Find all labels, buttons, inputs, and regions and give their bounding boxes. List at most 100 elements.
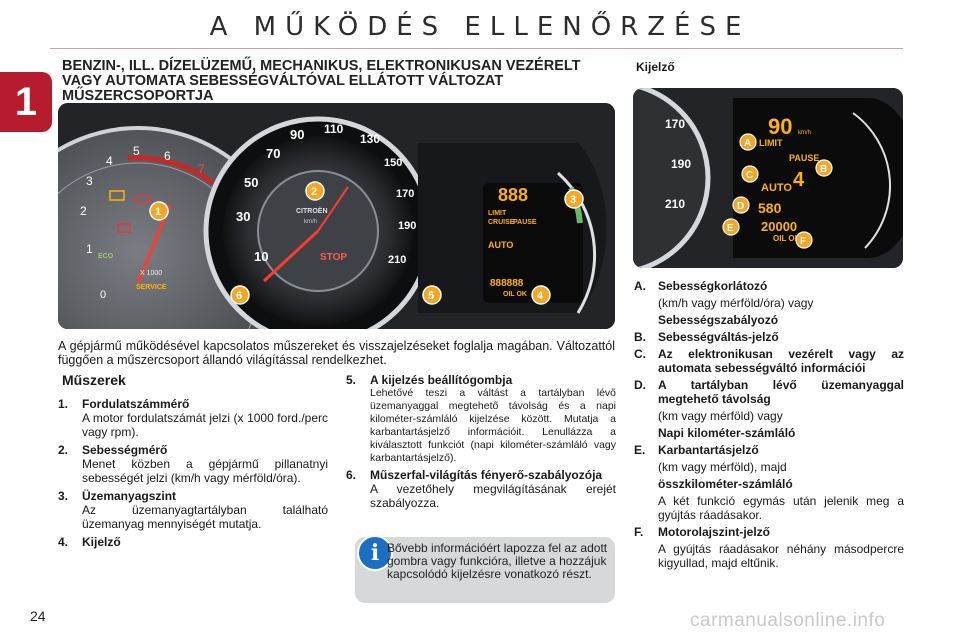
list-item: 6.Műszerfal-világítás fényerő-szabályozó… (346, 468, 616, 510)
list-item: 5.A kijelzés beállítógombja Lehetővé tes… (346, 373, 616, 464)
page-title: A MŰKÖDÉS ELLENŐRZÉSE (209, 12, 751, 42)
speed-tick: 10 (254, 249, 268, 264)
callout-e: E (722, 218, 740, 236)
detail-range: 580 (758, 200, 782, 216)
watermark: carmanualsonline.info (690, 610, 886, 631)
callout-3: 3 (564, 189, 584, 209)
callout-f: F (795, 231, 813, 249)
svg-text:2: 2 (311, 186, 317, 198)
speed-unit: km/h (304, 219, 317, 225)
speed-tick: 130 (360, 132, 380, 146)
rpm-tick: 4 (106, 154, 113, 168)
detail-tick: 210 (665, 197, 685, 211)
svg-text:A: A (744, 138, 751, 149)
speed-tick: 90 (290, 127, 304, 142)
instrument-cluster-image: 0 1 2 3 4 5 6 7 ECO X 1000 SERVICE 10 30… (58, 103, 615, 329)
rpm-tick: 0 (100, 289, 106, 301)
display-cruise: CRUISE (488, 219, 515, 226)
display-limit: LIMIT (488, 210, 507, 217)
eco-label: ECO (98, 253, 114, 260)
list-item: F.Motorolajszint-jelző A gyújtás ráadása… (634, 525, 904, 570)
detail-tick: 170 (665, 117, 685, 131)
detail-gear: 4 (793, 169, 805, 191)
callout-b: B (815, 159, 833, 177)
chapter-tab[interactable]: 1 (0, 72, 52, 132)
rpm-tick: 6 (164, 149, 171, 163)
rpm-tick: 5 (133, 144, 140, 158)
rpm-tick: 3 (86, 174, 93, 188)
title-rule (50, 48, 903, 49)
callout-1: 1 (149, 201, 169, 221)
detail-auto: AUTO (761, 182, 792, 194)
svg-text:3: 3 (570, 194, 576, 206)
callout-d: D (732, 196, 750, 214)
detail-total: 20000 (761, 219, 797, 234)
callout-2: 2 (305, 181, 325, 201)
display-auto: AUTO (488, 240, 513, 250)
engine-warning-icon (109, 190, 125, 201)
speed-tick: 30 (236, 209, 250, 224)
page-number: 24 (30, 608, 46, 624)
svg-text:E: E (727, 223, 734, 234)
detail-tick: 190 (671, 157, 691, 171)
rpm-tick: 7 (198, 162, 205, 176)
speed-tick: 170 (396, 188, 414, 200)
callout-5: 5 (422, 285, 442, 305)
display-detail-image: 170 190 210 90 km/h LIMIT PAUSE AUTO 4 5… (633, 88, 903, 268)
detail-speed: 90 (768, 114, 792, 139)
list-item: E.Karbantartásjelző (km vagy mérföld), m… (634, 443, 904, 522)
battery-warning-icon (117, 223, 131, 233)
speed-tick: 110 (324, 122, 344, 136)
display-speed: 888 (498, 185, 528, 205)
detail-speed-unit: km/h (798, 130, 811, 136)
svg-text:F: F (800, 236, 806, 247)
speed-tick: 70 (266, 146, 280, 161)
info-text: Bővebb információért lapozza fel az adot… (387, 541, 608, 581)
detail-pause: PAUSE (789, 153, 819, 163)
list-item: 2.Sebességmérő Menet közben a gépjármű p… (58, 443, 328, 485)
svg-text:C: C (746, 170, 753, 181)
callout-c: C (741, 165, 759, 183)
instruments-heading: Műszerek (62, 372, 126, 388)
stop-label: STOP (320, 252, 347, 263)
rpm-tick: 2 (80, 204, 87, 218)
display-label: Kijelző (636, 60, 675, 74)
list-item: 4.Kijelző (58, 535, 121, 549)
svg-text:4: 4 (537, 290, 544, 302)
list-item: 1.Fordulatszámmérő A motor fordulatszámá… (58, 397, 328, 439)
display-oil: OIL OK (503, 291, 527, 298)
speed-tick: 190 (398, 220, 416, 232)
intro-paragraph: A gépjármű működésével kapcsolatos műsze… (58, 339, 615, 367)
detail-oil: OIL OK (773, 234, 801, 243)
list-item: B.Sebességváltás-jelző (634, 330, 779, 344)
svg-text:1: 1 (155, 206, 161, 218)
display-items-list: A.Sebességkorlátozó (km/h vagy mérföld/ó… (634, 279, 904, 572)
rpm-tick: 1 (86, 242, 93, 256)
info-box: i Bővebb információért lapozza fel az ad… (355, 535, 615, 603)
callout-4: 4 (531, 285, 551, 305)
list-item: 3.Üzemanyagszint Az üzemanyagtartályban … (58, 489, 328, 531)
speed-tick: 50 (244, 175, 258, 190)
speed-tick: 150 (384, 157, 402, 169)
list-item: C.Az elektronikusan vezérelt vagy az aut… (634, 347, 904, 375)
display-pause: PAUSE (513, 219, 537, 226)
rpm-unit: X 1000 (140, 270, 162, 277)
callout-a: A (739, 133, 757, 151)
svg-text:6: 6 (236, 290, 242, 302)
oil-warning-icon (134, 194, 152, 204)
brand-label: CITROËN (296, 207, 328, 215)
display-total: 888888 (490, 278, 524, 289)
section-title: BENZIN-, ILL. DÍZELÜZEMŰ, MECHANIKUS, EL… (62, 58, 581, 104)
info-icon: i (357, 535, 393, 571)
svg-text:5: 5 (428, 290, 434, 302)
list-item: A.Sebességkorlátozó (km/h vagy mérföld/ó… (634, 279, 814, 327)
detail-limit: LIMIT (759, 138, 783, 148)
instruments-list-2: 5.A kijelzés beállítógombja Lehetővé tes… (346, 373, 616, 512)
instruments-list: 1.Fordulatszámmérő A motor fordulatszámá… (58, 397, 328, 551)
callout-6: 6 (230, 285, 250, 305)
svg-text:B: B (820, 164, 827, 175)
svg-text:D: D (737, 201, 744, 212)
speed-tick: 210 (388, 254, 406, 266)
service-label: SERVICE (136, 284, 167, 291)
list-item: D.A tartályban lévő üzemanyaggal megtehe… (634, 378, 904, 440)
